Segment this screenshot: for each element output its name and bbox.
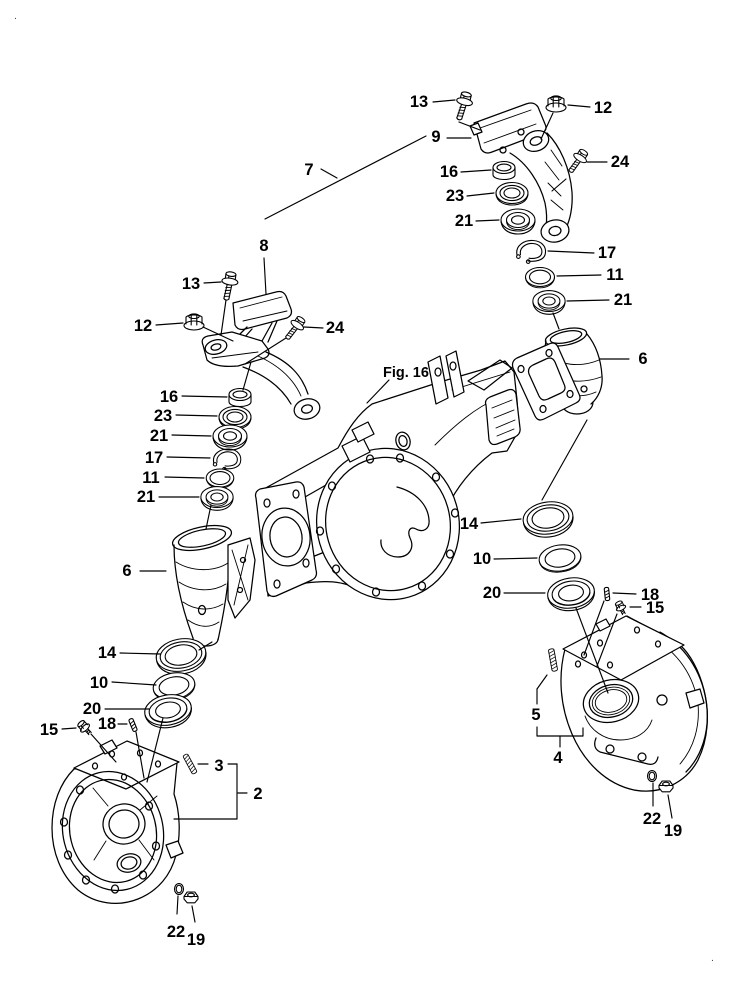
callout-13-bolt-right: 13 <box>410 93 428 111</box>
oil-seal-20-left <box>141 690 195 732</box>
callout-16-cap-left: 16 <box>160 388 178 406</box>
oil-seal-20-right <box>545 574 598 615</box>
callout-12-nut-left: 12 <box>134 317 152 335</box>
callout-13-bolt-left: 13 <box>182 275 200 293</box>
nut-12-left <box>183 313 205 331</box>
callout-21-bearing-right-upper: 21 <box>455 212 473 230</box>
knuckle-support-left <box>171 524 256 647</box>
callout-14-seal-left: 14 <box>98 644 117 662</box>
seal-23-right <box>495 181 529 206</box>
knuckle-support-right <box>511 327 603 421</box>
callout-12-nut-right: 12 <box>594 99 612 117</box>
washer-11-right <box>524 266 556 289</box>
callout-labels: 13 12 9 24 16 23 21 17 11 21 7 8 13 12 2… <box>40 93 682 949</box>
knuckle-housing-right <box>560 615 708 792</box>
bolt-15-right <box>613 599 629 617</box>
callout-21-bearing-right-lower: 21 <box>614 291 632 309</box>
washer-11-left <box>205 468 235 489</box>
callout-18-pin-left: 18 <box>98 715 116 733</box>
left-seal-stack <box>141 634 210 732</box>
callout-24-screw-right: 24 <box>611 153 630 171</box>
callout-22-oring-left: 22 <box>167 923 185 941</box>
callout-5-stud: 5 <box>531 706 540 724</box>
bearing-seal-14-left <box>153 634 210 679</box>
callout-18-pin-right: 18 <box>641 586 659 604</box>
callout-23-seal-right: 23 <box>446 187 464 205</box>
callout-6-knuckle-left: 6 <box>122 562 131 580</box>
callout-15-bolt-left: 15 <box>40 721 58 739</box>
snap-ring-17-right <box>516 239 547 264</box>
bearing-21-left-lower <box>200 486 234 511</box>
stud-5 <box>547 648 559 672</box>
bearing-seal-14-right <box>520 498 576 541</box>
callout-6-knuckle-right: 6 <box>638 350 647 368</box>
callout-10-washer-right: 10 <box>473 550 491 568</box>
bearing-21-left-upper <box>212 424 248 451</box>
callout-16-cap-right: 16 <box>440 163 458 181</box>
callout-20-oilseal-right: 20 <box>483 584 501 602</box>
washer-10-right <box>536 541 584 576</box>
bearing-21-right-upper <box>500 208 536 235</box>
bolt-13-left <box>218 270 240 302</box>
callout-23-seal-left: 23 <box>154 407 172 425</box>
pin-18-right <box>603 586 611 602</box>
callout-7-group: 7 <box>304 161 313 179</box>
right-seal-stack <box>520 498 598 615</box>
callout-8-arm-lower: 8 <box>259 237 268 255</box>
steering-arm-lower-part <box>201 290 321 420</box>
callout-19-plug-left: 19 <box>187 931 205 949</box>
callout-20-oilseal-left: 20 <box>83 700 101 718</box>
callout-11-washer-right: 11 <box>606 266 623 284</box>
callout-21-bearing-left-lower: 21 <box>137 488 155 506</box>
plug-19-left <box>183 891 199 904</box>
cover-bolt-holes <box>315 453 460 597</box>
pin-18-left <box>127 717 139 733</box>
page-mark-bottom-right: . <box>711 954 714 964</box>
callout-24-screw-left: 24 <box>326 319 345 337</box>
callout-9-arm: 9 <box>431 128 440 146</box>
callout-22-oring-right: 22 <box>643 810 661 828</box>
callout-2-housing-left: 2 <box>253 785 262 803</box>
callout-4-housing-right: 4 <box>553 749 563 767</box>
bolt-13-right <box>451 89 476 123</box>
callout-17-snapring-right: 17 <box>598 244 616 262</box>
cap-16-right <box>492 160 516 181</box>
o-ring-22-left <box>173 882 185 896</box>
callout-15-bolt-right: 15 <box>646 599 664 617</box>
callout-21-bearing-left-upper: 21 <box>150 427 168 445</box>
callout-19-plug-right: 19 <box>664 822 682 840</box>
knuckle-housing-left <box>51 739 184 904</box>
callout-10-washer-left: 10 <box>90 674 108 692</box>
callout-3-stud: 3 <box>214 757 223 775</box>
snap-ring-17-left <box>212 448 242 472</box>
stud-3 <box>182 753 198 775</box>
bearing-21-right-lower <box>532 290 566 315</box>
leader-lines <box>61 99 673 923</box>
callout-11-washer-left: 11 <box>142 469 159 487</box>
cap-16-left <box>228 387 252 408</box>
steering-arm-upper-part <box>469 102 573 243</box>
upper-left-bearing-stack <box>200 387 252 511</box>
callout-14-seal-right: 14 <box>460 515 479 533</box>
figure-reference-label: Fig. 16 <box>383 365 429 381</box>
page-mark-top-left: . <box>14 12 17 22</box>
front-axle-housing <box>254 350 521 601</box>
callout-17-snapring-left: 17 <box>145 449 163 467</box>
o-ring-22-right <box>646 769 658 783</box>
nut-12-right <box>545 95 567 113</box>
plug-19-right <box>658 780 674 793</box>
